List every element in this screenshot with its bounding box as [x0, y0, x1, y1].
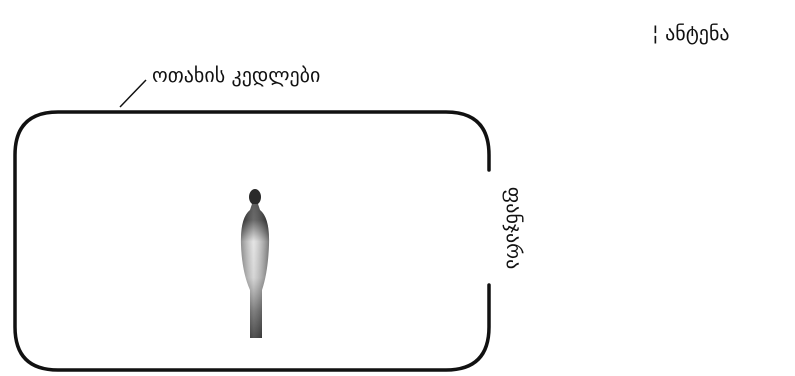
room-wall: [13, 110, 491, 372]
person-figure: [240, 189, 270, 338]
room-walls-label: ოთახის კედლები: [152, 63, 320, 87]
antenna-label: ¦ ანტენა: [652, 21, 730, 45]
window-label: ფანჯარა: [502, 187, 526, 269]
room-walls-leader-line: [119, 79, 147, 108]
